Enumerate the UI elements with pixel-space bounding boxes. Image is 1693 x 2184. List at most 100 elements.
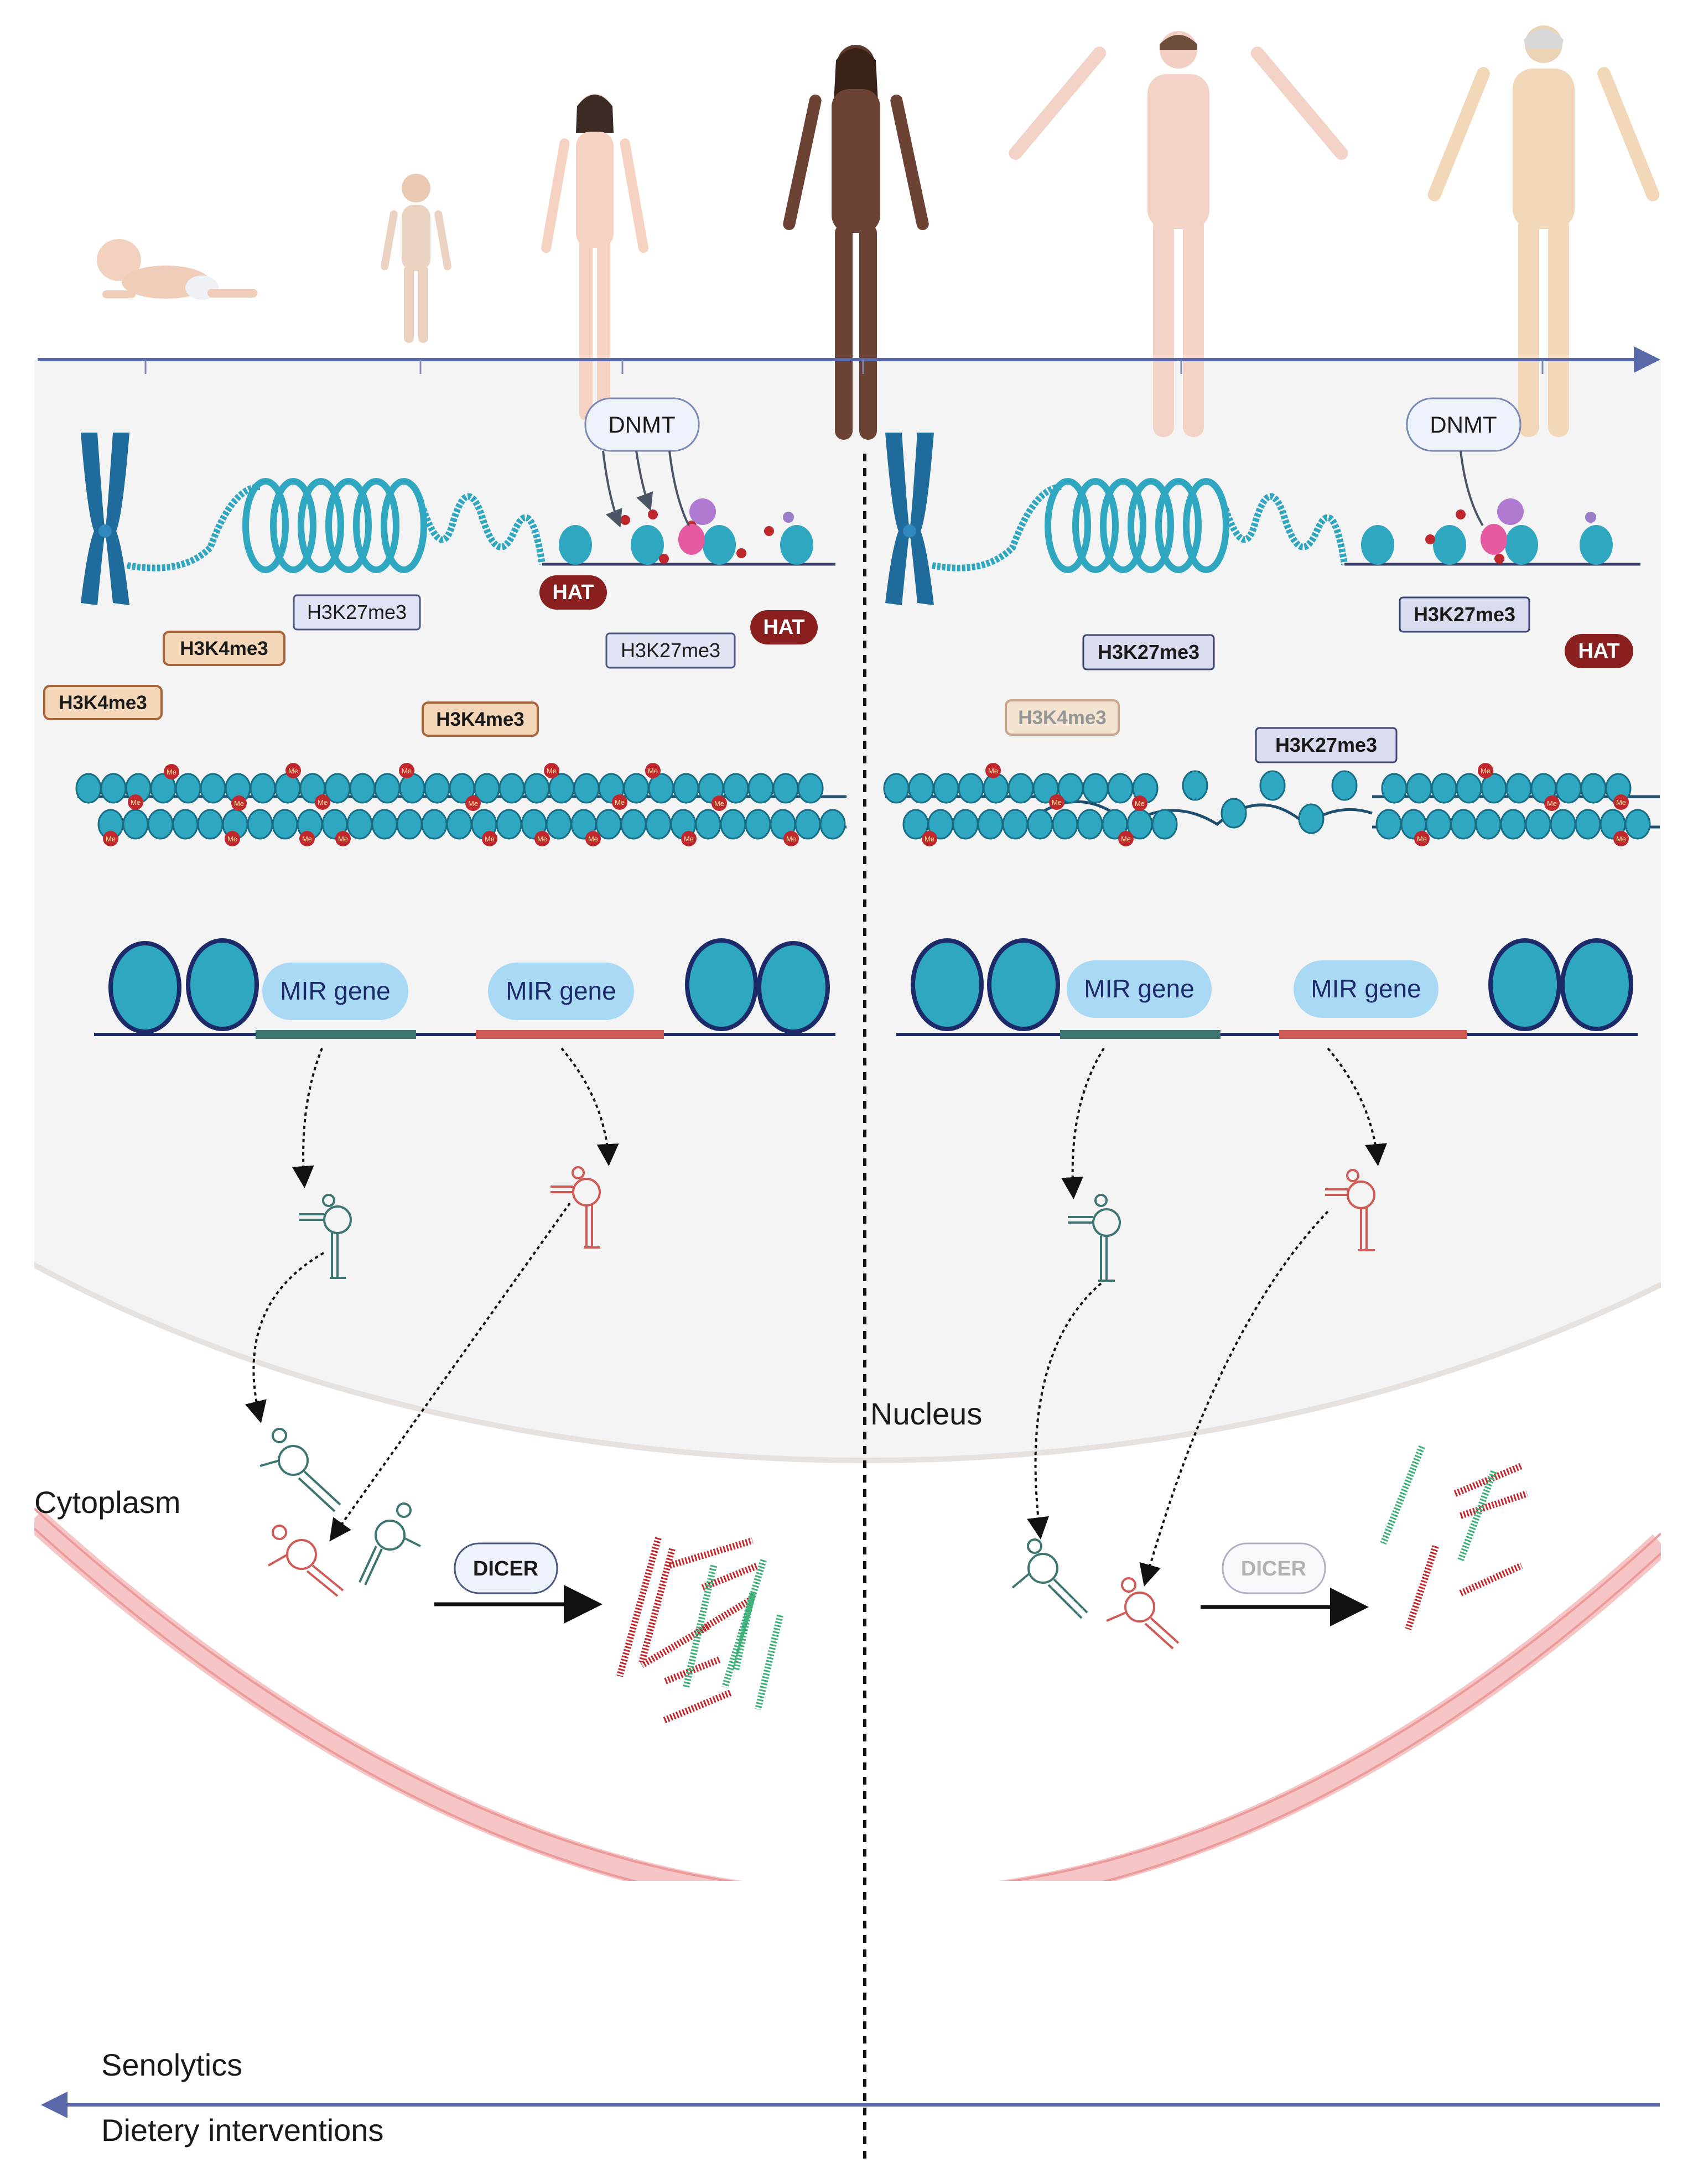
methyl-mark-label: Me	[468, 799, 478, 808]
methyl-mark-label: Me	[288, 767, 298, 775]
nucleus-label: Nucleus	[870, 1396, 982, 1431]
svg-text:MIR gene: MIR gene	[280, 976, 390, 1005]
mir-gene-right-1: MIR gene	[1067, 960, 1212, 1018]
h3k27me3-badge-left-1: H3K27me3	[293, 594, 421, 631]
methyl-mark-label: Me	[1135, 799, 1145, 808]
mature-mirna-left	[616, 1537, 783, 1724]
elderly-figure	[1427, 25, 1660, 437]
mir-gene-locus-left: MIR gene MIR gene	[94, 938, 835, 1039]
h3k4me3-badge-left-1: H3K4me3	[163, 631, 285, 666]
svg-text:H3K4me3: H3K4me3	[59, 692, 147, 714]
svg-text:MIR gene: MIR gene	[1311, 974, 1421, 1003]
pri-mirna-red-right	[1325, 1169, 1375, 1251]
methyl-mark-label: Me	[684, 835, 694, 843]
pri-mirna-green-right	[1068, 1194, 1121, 1282]
pri-mirna-red-left	[551, 1166, 601, 1249]
svg-text:MIR gene: MIR gene	[1084, 974, 1194, 1003]
methyl-mark-label: Me	[547, 767, 557, 775]
chromosome-left	[81, 433, 129, 605]
mir-gene-right-2: MIR gene	[1294, 960, 1438, 1018]
methyl-mark-label: Me	[106, 835, 116, 843]
dicer-left: DICER	[454, 1542, 558, 1594]
svg-text:DICER: DICER	[473, 1557, 538, 1580]
svg-text:H3K27me3: H3K27me3	[307, 601, 407, 623]
dotted-arrows	[245, 1047, 1388, 1587]
cell-membrane	[34, 1507, 1661, 1881]
h3k4me3-badge-left-2: H3K4me3	[43, 685, 163, 720]
mir-gene-left-2: MIR gene	[488, 963, 634, 1020]
pre-mirna-cyto-left	[259, 1428, 421, 1597]
methyl-mark-label: Me	[648, 767, 658, 775]
pri-mirna-green-left	[299, 1194, 352, 1279]
hat-badge-right: HAT	[1565, 634, 1633, 668]
child-figure	[381, 174, 451, 343]
hat-badge-left-1: HAT	[539, 575, 607, 610]
svg-text:H3K4me3: H3K4me3	[180, 638, 268, 659]
methyl-mark-label: Me	[1052, 798, 1062, 807]
svg-text:DICER: DICER	[1241, 1557, 1306, 1580]
methyl-mark-label: Me	[302, 835, 312, 843]
nucleosome-row-left	[559, 498, 813, 565]
teen-figure	[541, 94, 648, 420]
senolytics-label: Senolytics	[101, 2047, 242, 2082]
methyl-mark-label: Me	[1481, 767, 1491, 775]
methyl-mark-label: Me	[588, 835, 598, 843]
methyl-mark-label: Me	[1417, 835, 1427, 843]
methyl-mark-label: Me	[1547, 799, 1557, 808]
methyl-mark-label: Me	[167, 768, 176, 776]
pre-mirna-cyto-right	[1011, 1538, 1180, 1650]
svg-text:H3K27me3: H3K27me3	[1098, 641, 1199, 663]
methyl-mark-label: Me	[227, 835, 237, 843]
chromosome-right	[885, 433, 934, 605]
svg-text:H3K27me3: H3K27me3	[621, 639, 720, 662]
dnmt-right: DNMT	[1406, 397, 1521, 527]
dicer-right-faded: DICER	[1222, 1542, 1326, 1594]
methyl-mark-label: Me	[1616, 798, 1626, 807]
svg-text:H3K4me3: H3K4me3	[436, 709, 524, 730]
chromatin-fiber-left	[126, 478, 835, 573]
hat-badge-left-2: HAT	[750, 610, 818, 644]
methyl-mark-label: Me	[786, 835, 796, 843]
svg-text:H3K27me3: H3K27me3	[1414, 603, 1515, 626]
methyl-mark-label: Me	[234, 799, 244, 808]
methyl-mark-label: Me	[402, 767, 412, 775]
dnmt-left-label: DNMT	[608, 412, 675, 438]
svg-text:H3K4me3: H3K4me3	[1018, 707, 1107, 729]
methyl-mark-label: Me	[1616, 835, 1626, 843]
chromatin-fiber-right	[931, 478, 1640, 573]
age-timeline	[38, 346, 1660, 374]
h3k27me3-badge-right-3: H3K27me3	[1255, 727, 1398, 763]
dnmt-left: DNMT	[584, 397, 700, 528]
adult-woman-figure	[783, 45, 929, 440]
svg-text:HAT: HAT	[552, 581, 594, 604]
h3k27me3-badge-right-1: H3K27me3	[1082, 634, 1215, 670]
nucleosome-row-right	[1361, 498, 1613, 565]
methyl-mark-label: Me	[615, 798, 625, 807]
methyl-mark-label: Me	[131, 798, 141, 807]
methyl-mark-label: Me	[925, 835, 934, 843]
dnmt-right-label: DNMT	[1430, 412, 1497, 438]
methyl-mark-label: Me	[714, 799, 724, 808]
methyl-mark-label: Me	[537, 835, 547, 843]
mature-mirna-right	[1380, 1445, 1528, 1630]
methyl-mark-label: Me	[988, 767, 998, 775]
methyl-mark-label: Me	[318, 798, 328, 807]
methyl-mark-label: Me	[338, 835, 348, 843]
h3k27me3-badge-right-2: H3K27me3	[1399, 596, 1530, 633]
methyl-mark-label: Me	[485, 835, 495, 843]
h3k4me3-badge-left-3: H3K4me3	[422, 701, 539, 737]
dietary-interventions-label: Dietery interventions	[101, 2113, 383, 2147]
mir-gene-locus-right: MIR gene MIR gene	[896, 938, 1638, 1039]
h3k4me3-badge-right-faded: H3K4me3	[1005, 699, 1120, 736]
svg-text:MIR gene: MIR gene	[506, 976, 616, 1005]
cytoplasm-label: Cytoplasm	[34, 1485, 181, 1520]
svg-text:H3K27me3: H3K27me3	[1275, 734, 1377, 756]
svg-text:HAT: HAT	[763, 616, 804, 639]
baby-figure	[97, 239, 257, 300]
methyl-mark-label: Me	[1121, 835, 1131, 843]
svg-text:HAT: HAT	[1578, 639, 1619, 663]
adult-man-figure	[1009, 31, 1348, 437]
